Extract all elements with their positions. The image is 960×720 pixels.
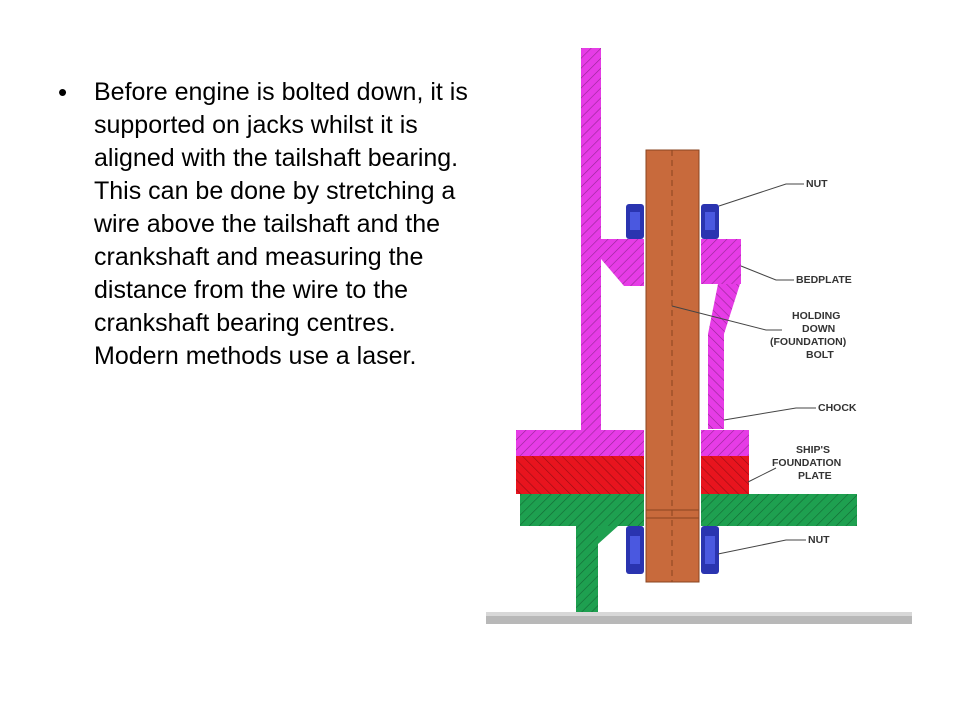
label-plate-1: SHIP'S bbox=[796, 444, 830, 456]
label-chock: CHOCK bbox=[818, 402, 857, 414]
bedplate-gusset-left bbox=[601, 239, 644, 286]
nut-bottom bbox=[626, 526, 719, 574]
bedplate-right-block bbox=[701, 239, 741, 429]
bullet-list: • Before engine is bolted down, it is su… bbox=[58, 76, 478, 373]
label-plate-3: PLATE bbox=[798, 470, 832, 482]
label-bolt-4: BOLT bbox=[806, 349, 834, 361]
diagram-svg: NUT BEDPLATE HOLDING DOWN (FOUNDATION) B… bbox=[486, 48, 912, 624]
leader-lines bbox=[671, 183, 816, 555]
label-bolt-2: DOWN bbox=[802, 323, 835, 335]
bullet-dot-icon: • bbox=[58, 77, 68, 107]
foundation-plate bbox=[520, 494, 857, 624]
label-bolt-1: HOLDING bbox=[792, 310, 840, 322]
label-nut-top: NUT bbox=[806, 178, 828, 190]
holding-down-bolt bbox=[645, 149, 700, 583]
nut-top bbox=[626, 204, 719, 239]
label-bolt-3: (FOUNDATION) bbox=[770, 336, 846, 348]
chock bbox=[516, 456, 749, 494]
bullet-text: Before engine is bolted down, it is supp… bbox=[94, 78, 468, 370]
bedplate-flange bbox=[516, 430, 749, 456]
bedplate-web bbox=[581, 48, 601, 436]
foundation-bolt-diagram: NUT BEDPLATE HOLDING DOWN (FOUNDATION) B… bbox=[486, 44, 916, 630]
label-nut-bottom: NUT bbox=[808, 534, 830, 546]
label-bedplate: BEDPLATE bbox=[796, 274, 852, 286]
bullet-item: • Before engine is bolted down, it is su… bbox=[58, 76, 478, 373]
label-plate-2: FOUNDATION bbox=[772, 457, 841, 469]
